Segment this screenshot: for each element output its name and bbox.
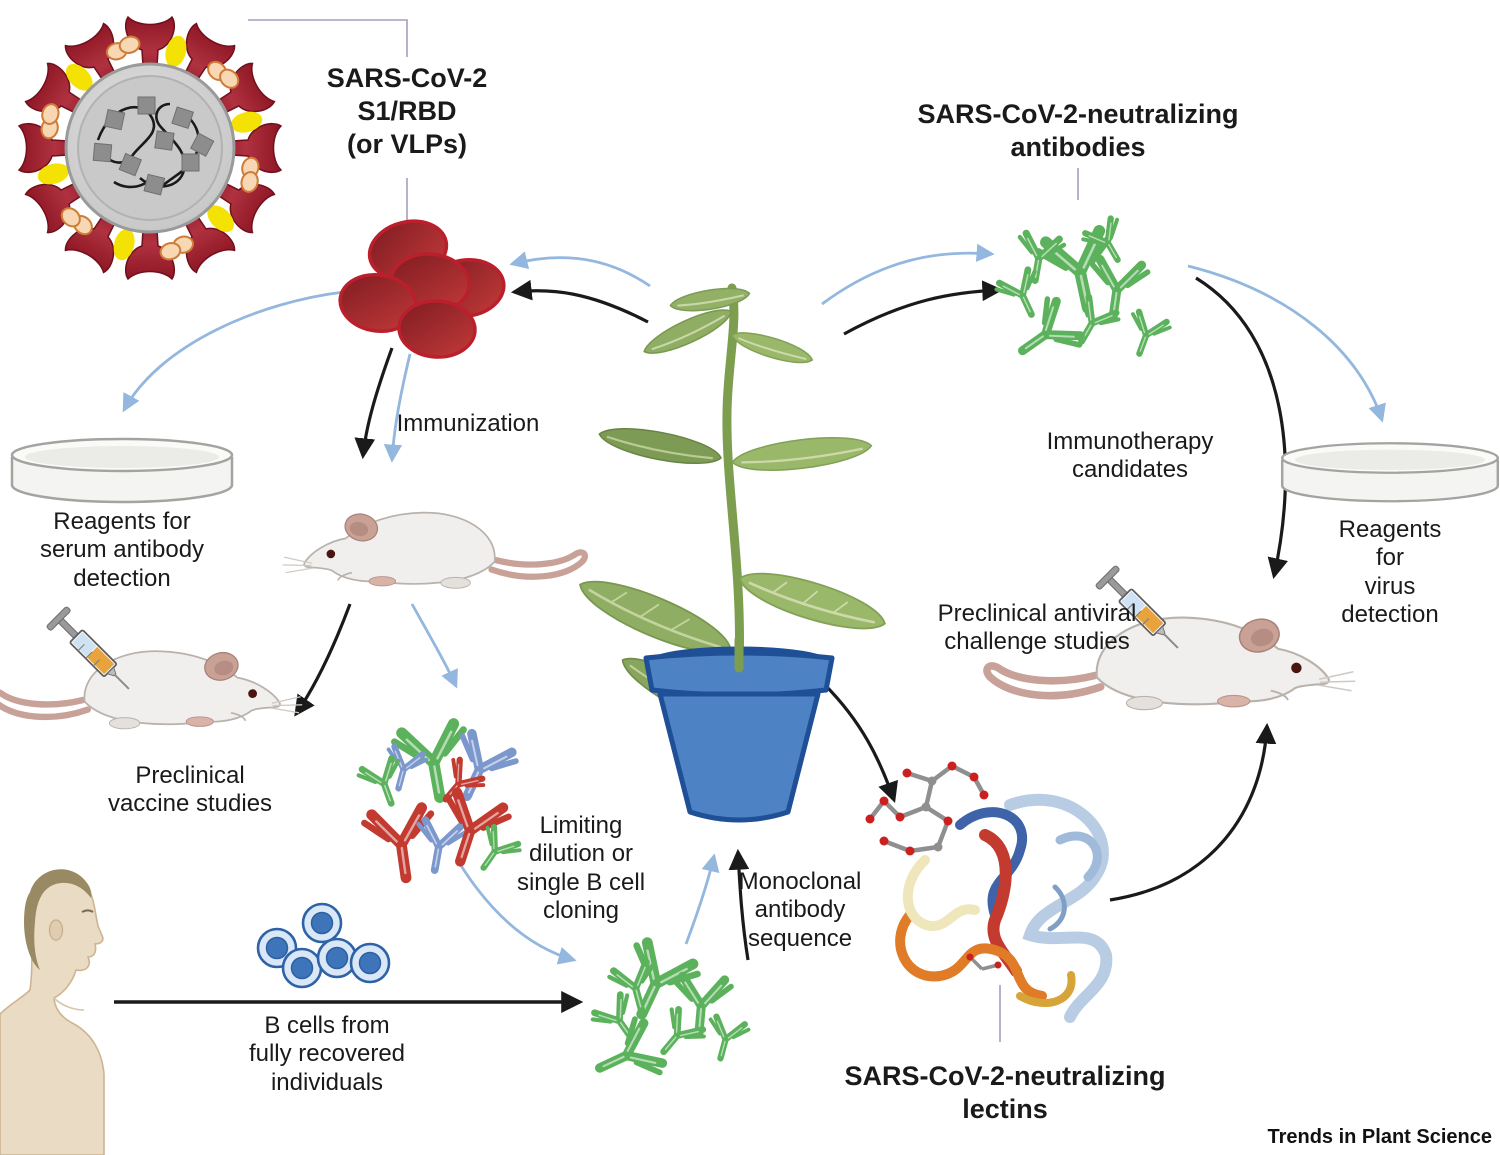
preclinical-vaccine-label: Preclinical vaccine studies: [107, 762, 273, 818]
immunotherapy-label: Immunotherapy candidates: [1046, 428, 1214, 484]
connector-lines: [248, 19, 1079, 1042]
reagents-virus-label: Reagents for virus detection: [1338, 516, 1442, 628]
b-cell-cluster-icon: [256, 902, 391, 989]
y-antibody-cluster-icon: [357, 722, 522, 882]
neutralizing-antibodies-label: SARS-CoV-2-neutralizing antibodies: [917, 99, 1239, 162]
immunization-label: Immunization: [396, 410, 540, 437]
petri-dish-icon: [10, 437, 234, 504]
reagents-serum-label: Reagents for serum antibody detection: [39, 508, 205, 592]
limiting-dilution-label: Limiting dilution or single B cell cloni…: [516, 812, 646, 924]
flow-arrows: [114, 243, 1386, 1014]
y-antibody-cluster-icon: [587, 939, 749, 1095]
preclinical-antiviral-label: Preclinical antiviral challenge studies: [937, 600, 1137, 656]
petri-dish-icon: [1280, 442, 1500, 503]
lab-mouse-icon: [282, 511, 584, 589]
y-antibody-cluster-icon: [995, 216, 1172, 374]
journal-credit: Trends in Plant Science: [1267, 1126, 1492, 1148]
b-cells-label: B cells from fully recovered individuals: [248, 1012, 406, 1096]
human-profile-icon: [0, 869, 105, 1155]
sars-cov-2-virion-icon: [18, 16, 282, 280]
red-antigen-ovals-icon: [338, 219, 506, 359]
lab-mouse-icon: [0, 649, 302, 729]
protein-ribbon-structure-icon: [865, 761, 1113, 1023]
antigen-label: SARS-CoV-2 S1/RBD (or VLPs): [326, 63, 488, 159]
monoclonal-sequence-label: Monoclonal antibody sequence: [738, 868, 862, 952]
tobacco-plant-in-pot-icon: [579, 283, 886, 823]
lectins-label: SARS-CoV-2-neutralizing lectins: [844, 1061, 1166, 1124]
